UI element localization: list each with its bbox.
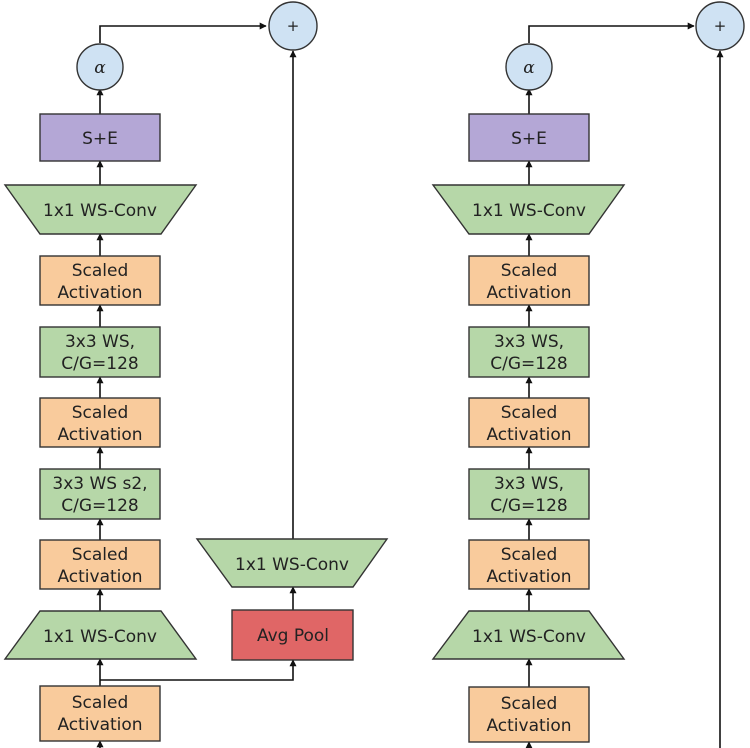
act-3-line-1: Scaled	[72, 545, 129, 565]
left-transition-block: + α S+E 1x1 WS-Conv Scaled Activation 3x…	[3, 1, 389, 748]
act-3-line-1-right: Scaled	[501, 545, 558, 565]
act-input-line-1: Scaled	[72, 693, 129, 713]
alpha-label-right: α	[523, 58, 535, 78]
conv-1x1-bottom-label: 1x1 WS-Conv	[43, 627, 157, 647]
act-1-line-2-right: Activation	[486, 283, 571, 303]
act-input-line-2: Activation	[57, 715, 142, 735]
sum-node-right: +	[695, 1, 745, 51]
arrow-alpha-to-sum-r	[528, 22, 695, 43]
shortcut-conv-1x1: 1x1 WS-Conv	[195, 538, 389, 588]
conv-1x1-top-label: 1x1 WS-Conv	[43, 201, 157, 221]
act-1-line-1-right: Scaled	[501, 261, 558, 281]
act-3-line-2-right: Activation	[486, 567, 571, 587]
conv-3x3-line-2: C/G=128	[61, 354, 138, 374]
conv-3x3-a-line-1: 3x3 WS,	[494, 332, 564, 352]
scaled-activation-1-right: Scaled Activation	[468, 255, 590, 306]
right-identity-block: + α S+E 1x1 WS-Conv Scaled Activation 3x…	[431, 1, 745, 748]
avg-pool-label: Avg Pool	[257, 626, 329, 646]
act-2-line-1-right: Scaled	[501, 403, 558, 423]
conv-1x1-bottom-right: 1x1 WS-Conv	[431, 610, 626, 660]
act-input-line-2-right: Activation	[486, 716, 571, 736]
conv-3x3-grouped: 3x3 WS, C/G=128	[39, 326, 161, 378]
se-box: S+E	[39, 113, 161, 162]
scaled-activation-3: Scaled Activation	[39, 539, 161, 590]
conv-3x3-a-right: 3x3 WS, C/G=128	[468, 326, 590, 378]
alpha-node-right: α	[505, 43, 553, 91]
alpha-node: α	[76, 43, 124, 91]
act-1-line-2: Activation	[57, 283, 142, 303]
conv-3x3-b-line-2: C/G=128	[490, 496, 567, 516]
se-label: S+E	[82, 129, 118, 149]
scaled-activation-input-right: Scaled Activation	[468, 686, 590, 743]
conv-3x3-s2-line-2: C/G=128	[61, 496, 138, 516]
act-3-line-2: Activation	[57, 567, 142, 587]
se-label-right: S+E	[511, 129, 547, 149]
se-box-right: S+E	[468, 113, 590, 162]
scaled-activation-1: Scaled Activation	[39, 255, 161, 306]
act-2-line-2: Activation	[57, 425, 142, 445]
act-input-line-1-right: Scaled	[501, 694, 558, 714]
act-1-line-1: Scaled	[72, 261, 129, 281]
scaled-activation-3-right: Scaled Activation	[468, 539, 590, 590]
act-2-line-2-right: Activation	[486, 425, 571, 445]
plus-label: +	[287, 17, 300, 35]
conv-3x3-b-right: 3x3 WS, C/G=128	[468, 468, 590, 520]
conv-1x1-top-right: 1x1 WS-Conv	[431, 184, 626, 235]
conv-3x3-strided: 3x3 WS s2, C/G=128	[39, 468, 161, 520]
scaled-activation-2: Scaled Activation	[39, 397, 161, 448]
plus-label-right: +	[714, 17, 727, 35]
sum-node: +	[268, 1, 318, 51]
conv-1x1-top-label-right: 1x1 WS-Conv	[472, 201, 586, 221]
shortcut-conv-label: 1x1 WS-Conv	[235, 555, 349, 575]
conv-1x1-bottom: 1x1 WS-Conv	[3, 610, 198, 660]
conv-3x3-b-line-1: 3x3 WS,	[494, 474, 564, 494]
conv-1x1-bottom-label-right: 1x1 WS-Conv	[472, 627, 586, 647]
conv-3x3-s2-line-1: 3x3 WS s2,	[52, 474, 147, 494]
scaled-activation-input: Scaled Activation	[39, 685, 161, 742]
conv-3x3-a-line-2: C/G=128	[490, 354, 567, 374]
arrow-alpha-to-sum	[99, 22, 267, 43]
act-2-line-1: Scaled	[72, 403, 129, 423]
scaled-activation-2-right: Scaled Activation	[468, 397, 590, 448]
arrow-branch-to-pool	[100, 659, 297, 681]
avg-pool-box: Avg Pool	[231, 609, 354, 661]
alpha-label: α	[94, 58, 106, 78]
conv-1x1-top: 1x1 WS-Conv	[3, 184, 198, 235]
conv-3x3-line-1: 3x3 WS,	[65, 332, 135, 352]
